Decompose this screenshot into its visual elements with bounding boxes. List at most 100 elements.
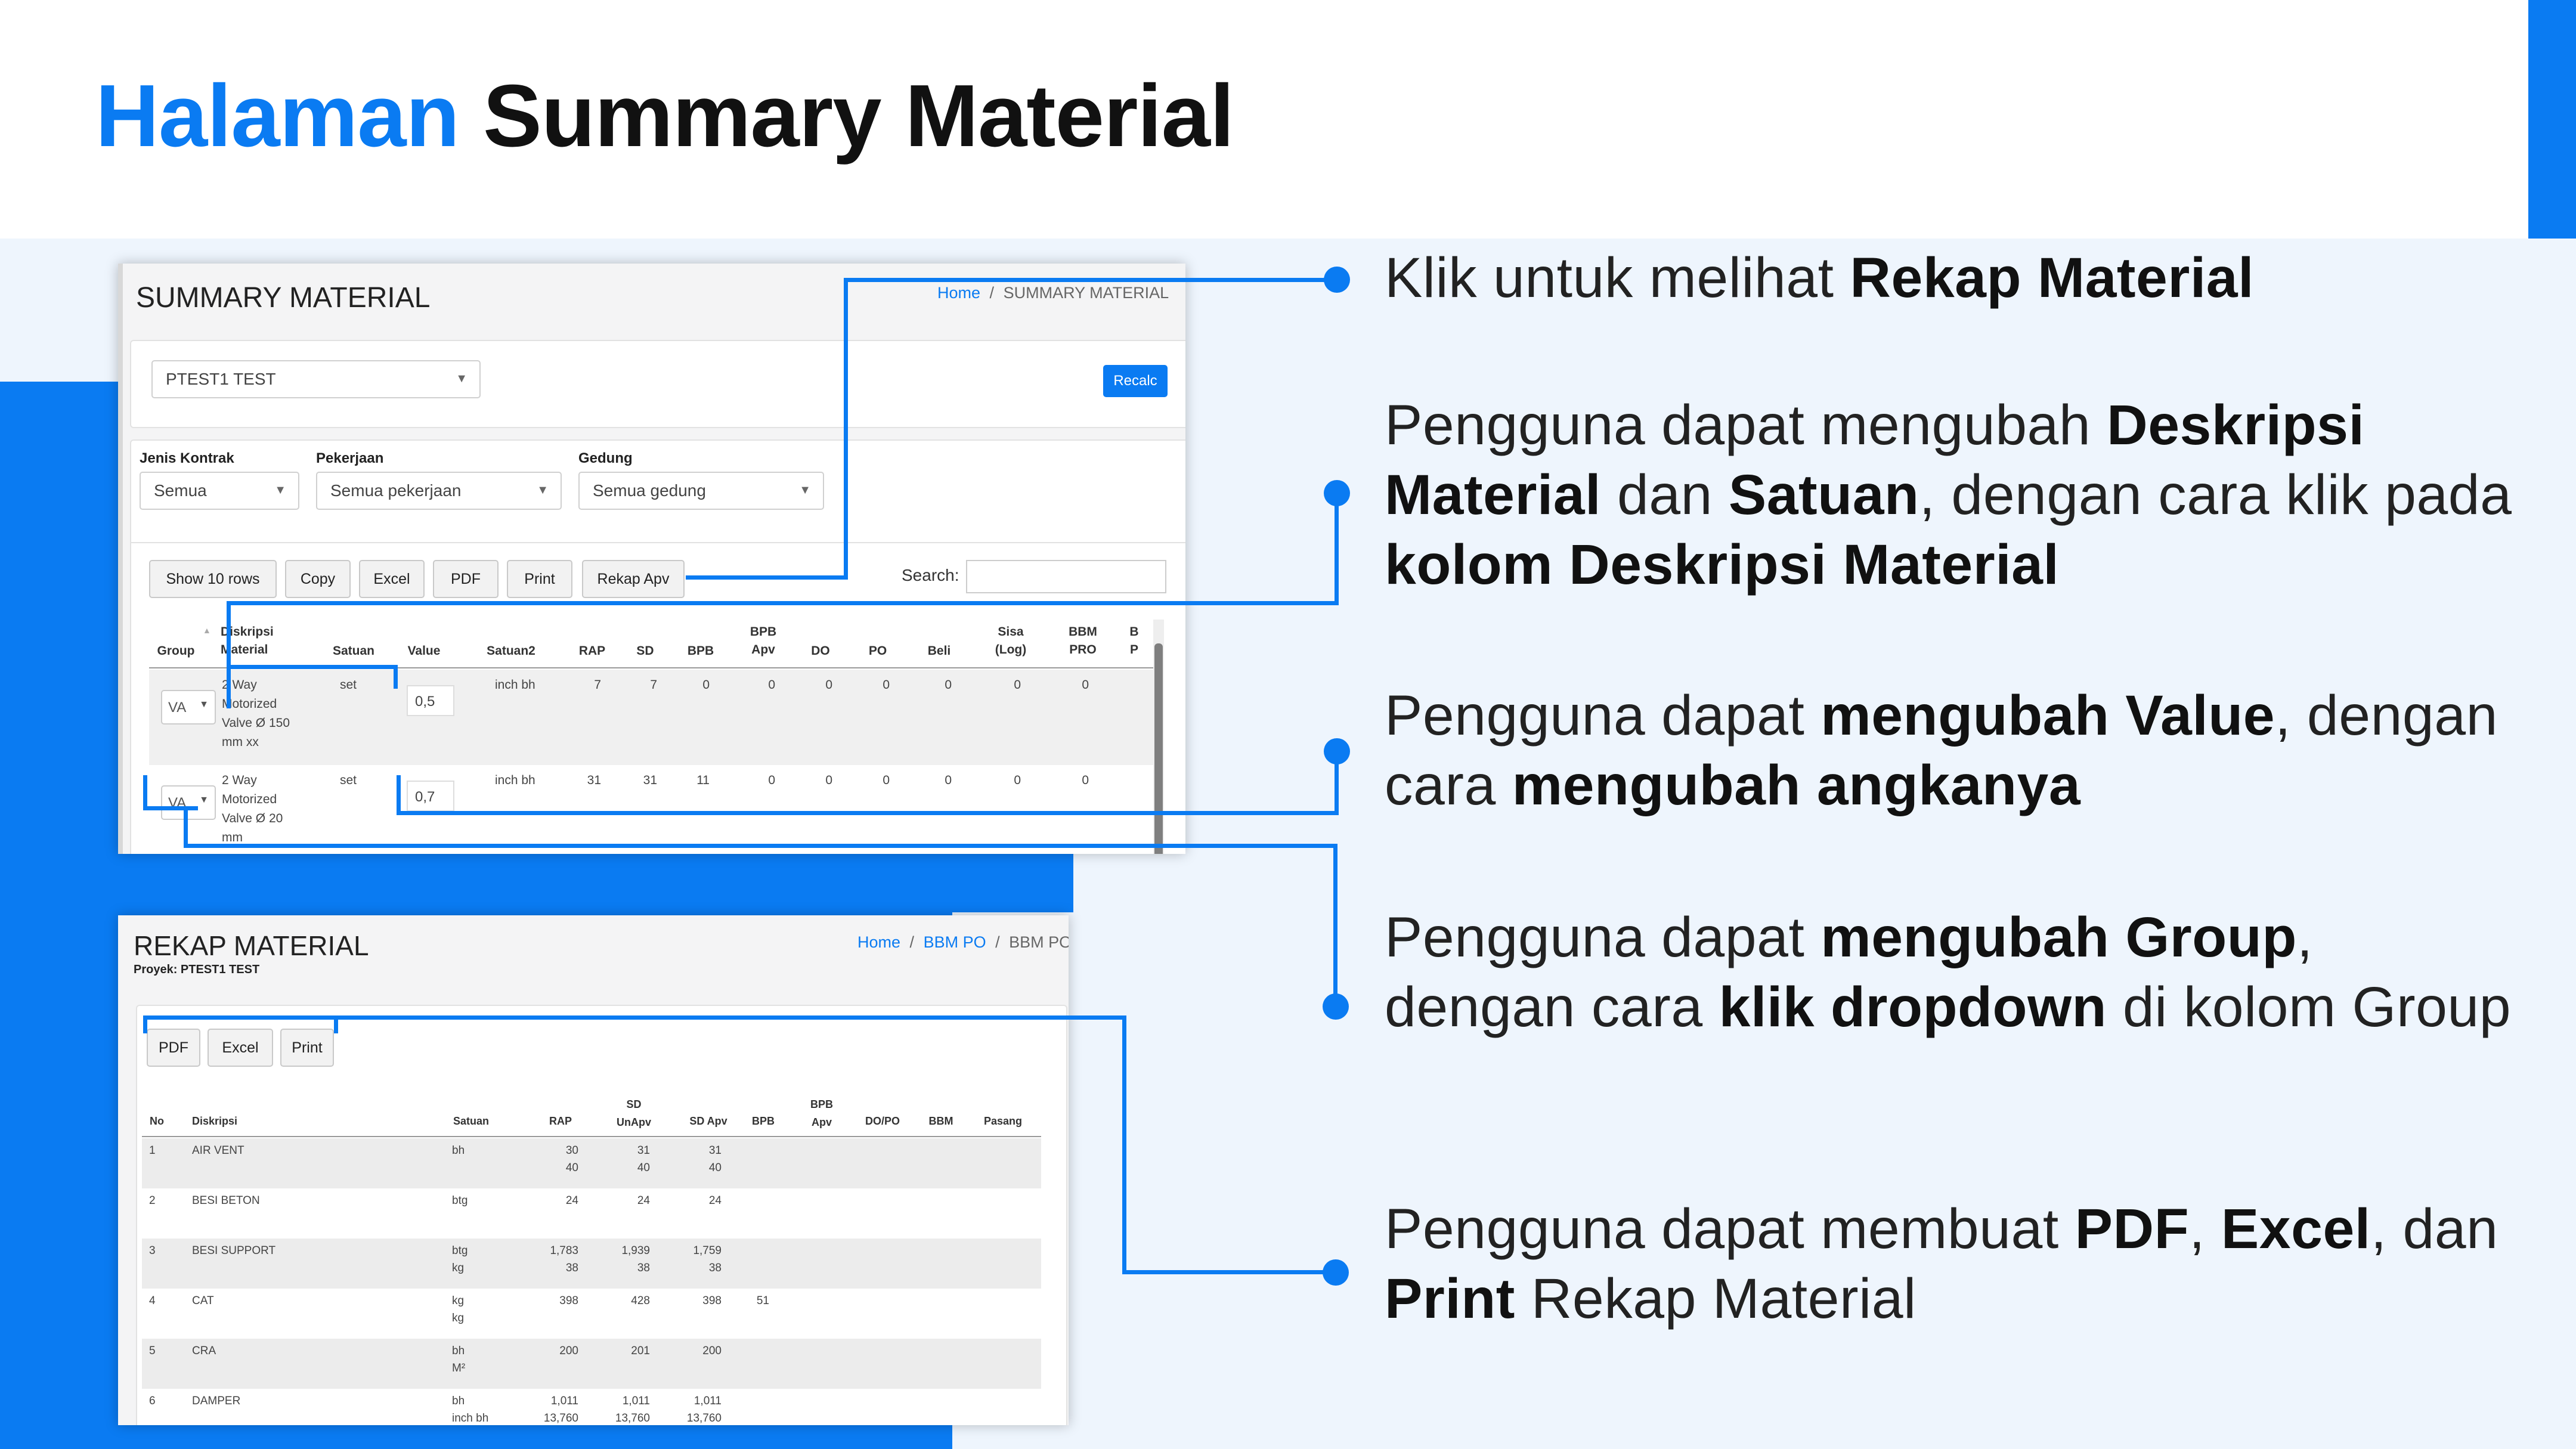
cell-no: 3	[149, 1244, 156, 1257]
chevron-down-icon: ▼	[274, 484, 286, 497]
print-button[interactable]: Print	[280, 1029, 334, 1067]
cell-line	[452, 1159, 524, 1176]
breadcrumb-home[interactable]: Home	[937, 284, 981, 302]
print-button[interactable]: Print	[507, 560, 572, 598]
callout-emphasis: Satuan	[1728, 463, 1919, 527]
col-group[interactable]: Group	[157, 644, 195, 658]
col-rap[interactable]: RAP	[549, 1115, 572, 1127]
callout-emphasis: mengubah angkanya	[1512, 754, 2081, 817]
col-satuan[interactable]: Satuan	[453, 1115, 489, 1127]
pdf-button[interactable]: PDF	[433, 560, 499, 598]
breadcrumb-separator: /	[995, 933, 1000, 951]
filter-kontrak-select[interactable]: Semua ▼	[140, 472, 299, 510]
col-do-po[interactable]: DO/PO	[865, 1115, 900, 1127]
cell-desc: BESI BETON	[192, 1194, 260, 1207]
filter-pekerjaan-value: Semua pekerjaan	[330, 481, 462, 500]
col-pasang[interactable]: Pasang	[983, 1115, 1023, 1127]
slide-title-main: Summary Material	[483, 67, 1234, 165]
col-do[interactable]: DO	[811, 644, 830, 658]
col-value[interactable]: Value	[407, 644, 441, 658]
cell-rap: 398	[531, 1292, 578, 1327]
recalc-button[interactable]: Recalc	[1103, 365, 1168, 397]
filter-gedung-select[interactable]: Semua gedung ▼	[578, 472, 824, 510]
connector-line	[1122, 1270, 1331, 1274]
cell-desc: AIR VENT	[192, 1144, 244, 1157]
row1-bbm: 0	[1082, 678, 1089, 692]
copy-button[interactable]: Copy	[285, 560, 351, 598]
col-beli[interactable]: Beli	[927, 644, 951, 658]
col-bpb-apv[interactable]: BPB Apv	[810, 1098, 833, 1128]
group-select[interactable]: VA▼	[161, 785, 216, 820]
col-sd-apv[interactable]: SD Apv	[689, 1115, 727, 1127]
callout-emphasis: mengubah Group	[1820, 906, 2297, 969]
connector-line	[227, 665, 397, 669]
row2-sd: 31	[643, 773, 657, 787]
row2-satuan: set	[340, 773, 357, 787]
pdf-button[interactable]: PDF	[147, 1029, 200, 1067]
connector-line	[844, 278, 848, 580]
excel-button[interactable]: Excel	[359, 560, 425, 598]
cell-line: 428	[631, 1295, 650, 1307]
breadcrumb-bbm-po[interactable]: BBM PO	[923, 933, 986, 951]
table-scrollbar[interactable]	[1153, 620, 1164, 854]
breadcrumb-home[interactable]: Home	[857, 933, 901, 951]
callout-emphasis: PDF	[2075, 1197, 2190, 1261]
col-no[interactable]: No	[150, 1115, 164, 1127]
project-select[interactable]: PTEST1 TEST ▼	[151, 360, 481, 398]
show-rows-button[interactable]: Show 10 rows	[149, 560, 277, 598]
col-bp[interactable]: B P	[1129, 625, 1139, 657]
cell-line: inch bh	[452, 1412, 489, 1425]
cell-desc: BESI SUPPORT	[192, 1244, 276, 1257]
table-row	[149, 765, 1153, 854]
col-sd[interactable]: SD	[636, 644, 654, 658]
filter-gedung-value: Semua gedung	[593, 481, 706, 500]
cell-line: M²	[452, 1362, 466, 1374]
search-input[interactable]	[966, 560, 1166, 593]
table-row	[142, 1239, 1041, 1289]
row1-do: 0	[825, 678, 832, 692]
col-sd-unapv[interactable]: SD UnApv	[617, 1098, 651, 1128]
divider	[131, 542, 1185, 543]
col-satuan[interactable]: Satuan	[332, 644, 374, 658]
row1-desc[interactable]: 2 Way Motorized Valve Ø 150 mm xx	[222, 676, 290, 752]
excel-button[interactable]: Excel	[208, 1029, 273, 1067]
callout-emphasis: kolom Deskripsi Material	[1385, 533, 2060, 596]
cell-rap: 24	[531, 1192, 578, 1227]
row2-desc[interactable]: 2 Way Motorized Valve Ø 20 mm	[222, 771, 283, 847]
connector-line	[143, 775, 147, 810]
scrollbar-thumb[interactable]	[1154, 643, 1163, 854]
callout-text: Pengguna dapat membuat	[1385, 1197, 2075, 1261]
col-bpb[interactable]: BPB	[687, 644, 714, 658]
callout-text: , dengan cara	[1385, 684, 2498, 817]
connector-line	[184, 806, 188, 848]
col-sisa[interactable]: Sisa (Log)	[995, 625, 1027, 657]
col-diskripsi[interactable]: Diskripsi Material	[221, 625, 274, 657]
col-satuan2[interactable]: Satuan2	[487, 644, 535, 658]
col-bpb[interactable]: BPB	[751, 1115, 775, 1127]
group-select[interactable]: VA▼	[161, 690, 216, 724]
desc-line: mm xx	[222, 735, 259, 749]
col-bbm[interactable]: BBM	[928, 1115, 953, 1127]
col-po[interactable]: PO	[868, 644, 887, 658]
value-input[interactable]: 0,7	[407, 781, 454, 812]
filter-label-gedung: Gedung	[578, 450, 633, 466]
cell-line: bh	[452, 1345, 465, 1357]
breadcrumb-separator: /	[989, 284, 995, 302]
table-row	[142, 1289, 1041, 1339]
accent-bar	[2528, 0, 2576, 239]
cell-line	[531, 1360, 578, 1377]
callout-marker	[1323, 993, 1349, 1020]
col-bbm-pro[interactable]: BBM PRO	[1069, 625, 1097, 657]
value-input[interactable]: 0,5	[407, 685, 454, 716]
col-diskripsi[interactable]: Diskripsi	[192, 1115, 238, 1127]
row2-sisa: 0	[1014, 773, 1021, 787]
filter-pekerjaan-select[interactable]: Semua pekerjaan ▼	[316, 472, 562, 510]
cell-line: bh	[452, 1395, 465, 1407]
col-bpb-apv[interactable]: BPB Apv	[750, 625, 777, 657]
filter-label-kontrak: Jenis Kontrak	[140, 450, 234, 466]
rekap-apv-button[interactable]: Rekap Apv	[582, 560, 685, 598]
row1-beli: 0	[945, 678, 952, 692]
col-rap[interactable]: RAP	[578, 644, 606, 658]
callout-text: di kolom Group	[2107, 976, 2512, 1039]
